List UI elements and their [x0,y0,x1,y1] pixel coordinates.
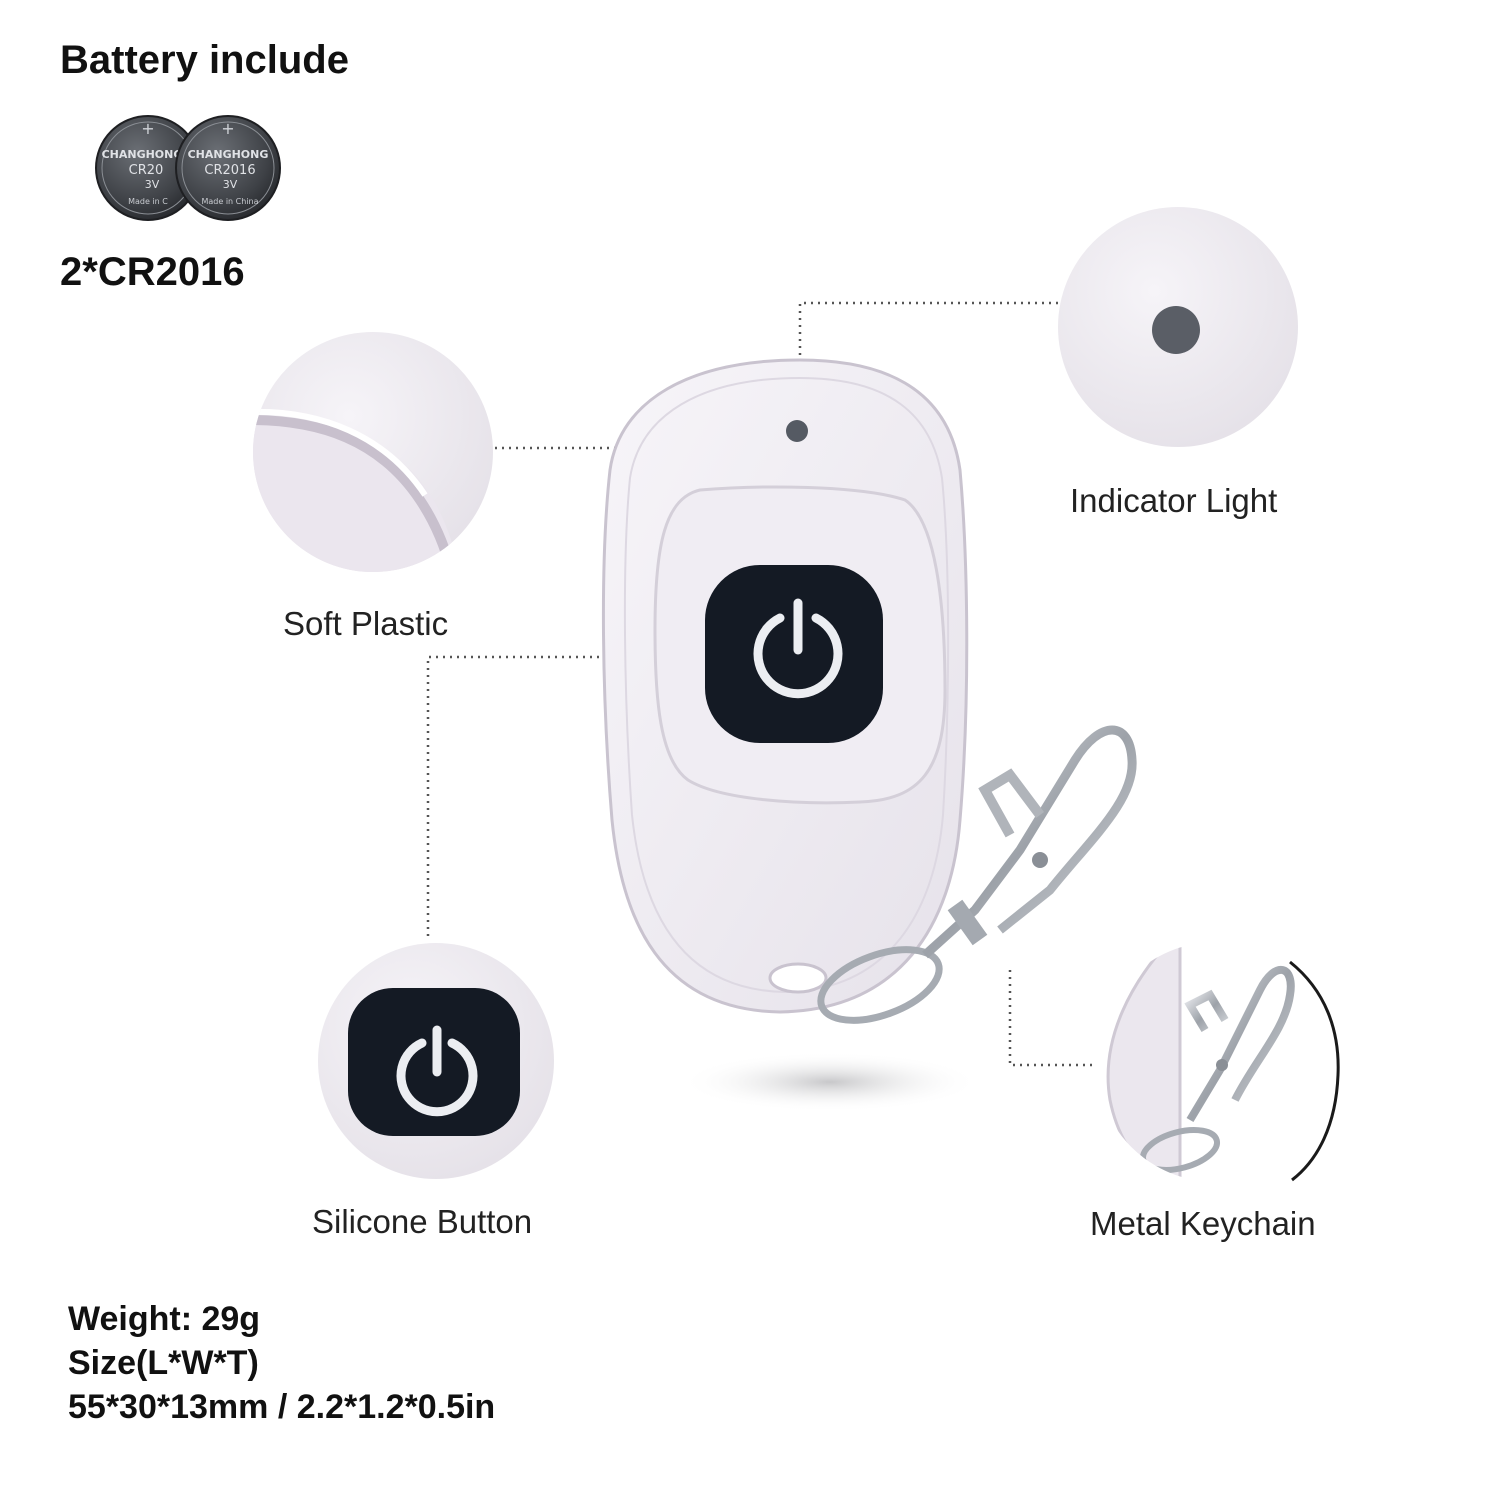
weight-spec: Weight: 29g [68,1300,261,1338]
specs-block: Weight: 29g Size(L*W*T) 55*30*13mm / 2.2… [68,1297,495,1429]
keychain-callout-line [1008,970,1105,1067]
indicator-light-label: Indicator Light [1070,482,1278,519]
svg-text:+: + [141,119,154,138]
metal-keychain-label: Metal Keychain [1090,1205,1316,1242]
soft-plastic-label: Soft Plastic [283,605,449,642]
battery-heading: Battery include [60,38,349,82]
soft-plastic-bubble [253,332,493,572]
device-shadow [680,1052,980,1112]
battery-coins-image: + CHANGHONG CR20 3V Made in C + CHANGHON… [95,115,281,221]
svg-text:3V: 3V [145,178,160,191]
indicator-light-bubble [1058,207,1298,447]
coin-cell-right: + CHANGHONG CR2016 3V Made in China [175,115,281,221]
size-value: 55*30*13mm / 2.2*1.2*0.5in [68,1388,496,1426]
metal-keychain-bubble [1096,942,1340,1182]
svg-text:Made in China: Made in China [201,197,258,206]
svg-text:+: + [221,119,234,138]
svg-text:CHANGHONG: CHANGHONG [188,148,269,161]
svg-text:3V: 3V [223,178,238,191]
indicator-callout-line [798,301,1058,425]
main-button [705,565,883,743]
silicone-button-label: Silicone Button [312,1203,533,1240]
svg-text:CR2016: CR2016 [204,163,255,178]
keyring-hole [768,962,828,994]
svg-text:Made in C: Made in C [128,197,168,206]
svg-text:CHANGHONG: CHANGHONG [102,148,183,161]
battery-spec: 2*CR2016 [60,250,245,294]
size-label: Size(L*W*T) [68,1344,259,1382]
silicone-button-bubble [318,943,554,1179]
metal-keychain [817,725,1137,1024]
svg-text:CR20: CR20 [129,163,164,178]
power-icon [753,598,843,699]
indicator-led [786,420,808,442]
remote-body [601,358,969,1014]
